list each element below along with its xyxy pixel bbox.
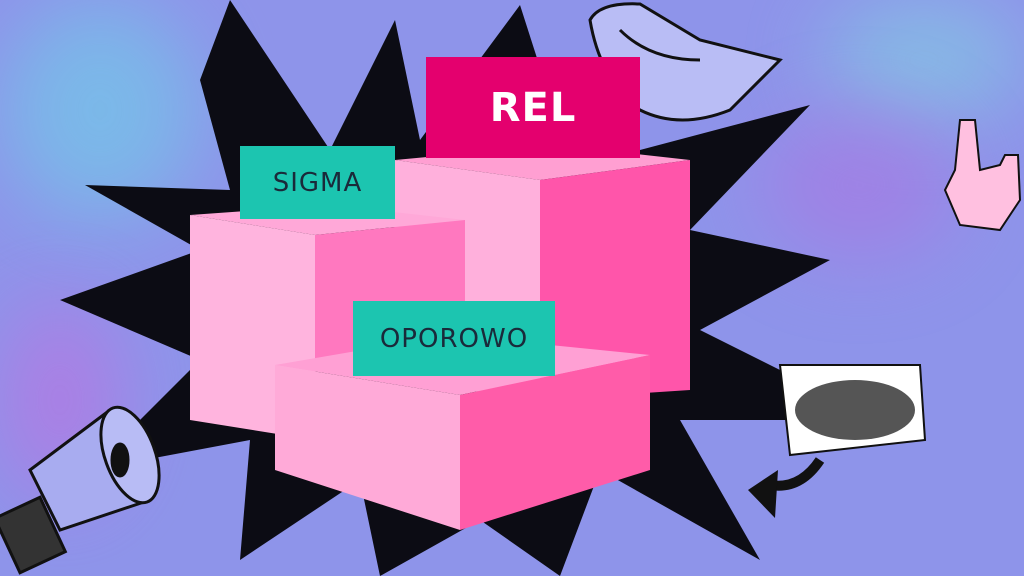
cube-face: [460, 355, 650, 530]
label-sigma: SIGMA: [240, 146, 395, 219]
background-blob: [760, 110, 960, 260]
background-blob: [824, 0, 1024, 120]
cube-face: [275, 365, 460, 530]
label-rel: REL: [426, 57, 640, 158]
megaphone-icon: [0, 405, 161, 575]
rock-hand-icon: [943, 119, 1022, 232]
lips-cutout-icon: [748, 364, 927, 518]
background-blob: [0, 0, 200, 220]
cube-face: [540, 160, 690, 400]
label-oporowo: OPOROWO: [353, 301, 555, 376]
